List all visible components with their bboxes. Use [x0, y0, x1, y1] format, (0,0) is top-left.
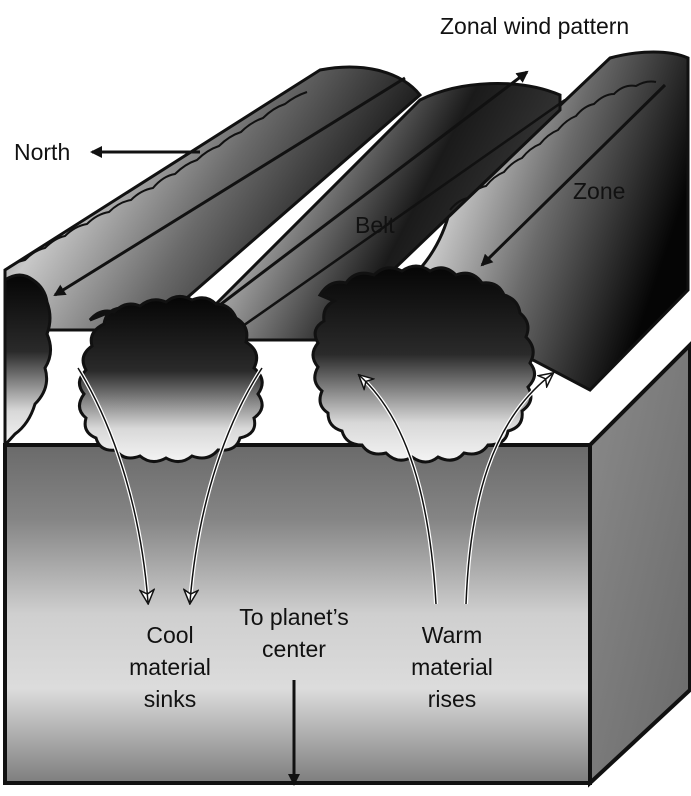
warm-rise-arrow-left-outline: [359, 375, 437, 605]
cool-sink-arrow-right-outline: [189, 367, 263, 603]
cool-sink-arrow-left-outline: [77, 367, 149, 603]
zone-label: Zone: [573, 178, 625, 204]
block-side-face: [588, 341, 691, 788]
center-label-line2: center: [262, 636, 326, 662]
warm-rise-arrow-right-outline: [465, 373, 553, 605]
belt-flow-line-2: [229, 98, 566, 337]
cool-sinking-cloud: [78, 295, 264, 463]
belt-flow-arrow: [199, 70, 529, 322]
cool-label-line3: sinks: [144, 686, 196, 712]
warm-rising-cloud: [311, 264, 536, 464]
warm-label-line1: Warm: [422, 622, 482, 648]
zone-flow-arrow: [480, 83, 667, 267]
warm-label-line2: material: [411, 654, 493, 680]
north-label: North: [14, 139, 70, 165]
left-band-flow-arrow: [53, 76, 406, 297]
block-front-face: [3, 443, 592, 785]
center-label-line1: To planet’s: [239, 604, 349, 630]
left-edge-cloud: [3, 273, 52, 449]
belt-label: Belt: [355, 212, 395, 238]
warm-label-line3: rises: [428, 686, 477, 712]
cloud-scallop-right: [449, 80, 657, 211]
zonal-wind-pattern-label: Zonal wind pattern: [440, 13, 629, 39]
cloud-scallop-left: [4, 91, 308, 271]
belt-band-top: [176, 82, 562, 342]
cool-label-line1: Cool: [146, 622, 193, 648]
cool-label-line2: material: [129, 654, 211, 680]
